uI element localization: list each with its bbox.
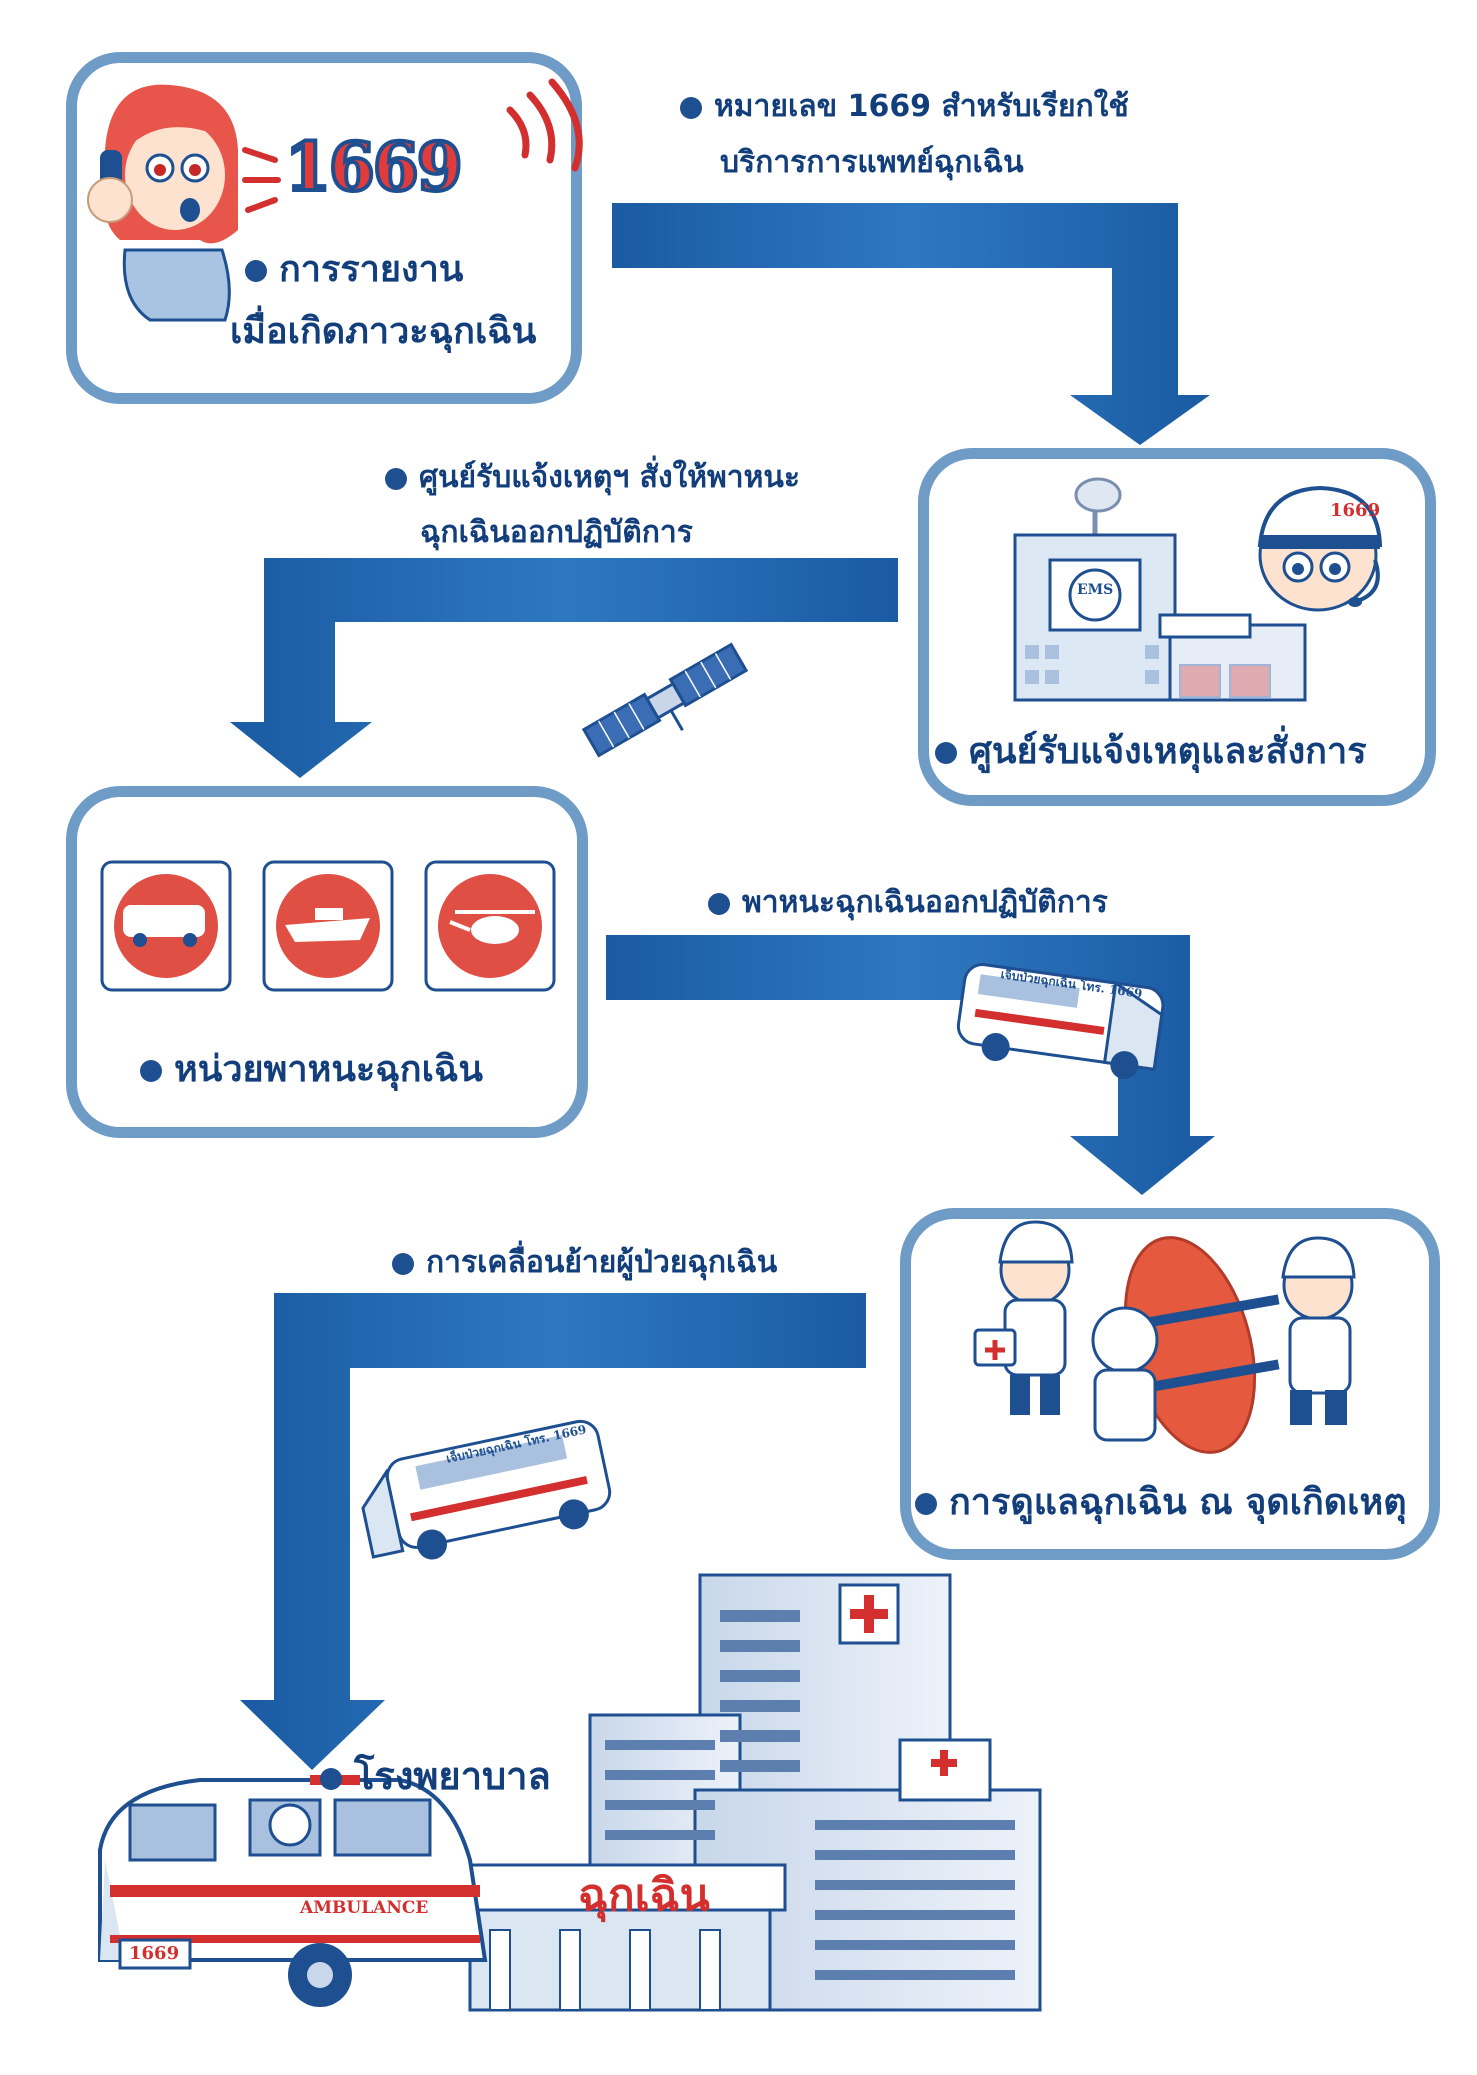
bullet-icon: [680, 96, 702, 119]
bullet-icon: [140, 1060, 162, 1082]
bullet-icon: [935, 742, 957, 764]
card-2-label: ศูนย์รับแจ้งเหตุและสั่งการ: [935, 722, 1367, 779]
bullet-icon: [245, 260, 267, 282]
bullet-icon: [392, 1252, 414, 1275]
bullet-icon: [320, 1767, 342, 1790]
arrow-2-text: ศูนย์รับแจ้งเหตุฯ สั่งให้พาหนะ: [385, 455, 800, 501]
bullet-icon: [915, 1493, 937, 1515]
arrow-2: [230, 558, 898, 778]
arrow-1-text-line-2: บริการการแพทย์ฉุกเฉิน: [720, 145, 1024, 180]
arrow-2-text-line-2: ฉุกเฉินออกปฏิบัติการ: [420, 515, 693, 550]
arrow-4-text: การเคลื่อนย้ายผู้ป่วยฉุกเฉิน: [392, 1240, 777, 1286]
card-1-label-line-2: เมื่อเกิดภาวะฉุกเฉิน: [230, 311, 537, 352]
arrow-3-text: พาหนะฉุกเฉินออกปฏิบัติการ: [708, 880, 1108, 926]
bullet-icon: [708, 892, 730, 915]
bullet-icon: [385, 467, 407, 490]
arrow-1: [612, 203, 1210, 445]
er-sign: ฉุกเฉิน: [578, 1870, 710, 1921]
hotline-number: 1669: [283, 126, 465, 208]
card-3-label: หน่วยพาหนะฉุกเฉิน: [140, 1040, 483, 1097]
card-4-label: การดูแลฉุกเฉิน ณ จุดเกิดเหตุ: [915, 1473, 1407, 1530]
center-sign: EMS: [1077, 582, 1114, 598]
ambulance-label: AMBULANCE: [300, 1898, 429, 1918]
helmet-number: 1669: [1330, 500, 1381, 521]
card-1-label-line-1: การรายงาน: [245, 240, 463, 297]
arrow-1-text: หมายเลข 1669 สำหรับเรียกใช้: [680, 84, 1129, 130]
card-5-label: โรงพยาบาล: [320, 1745, 551, 1806]
arrow-4: [240, 1293, 866, 1770]
arrow-3: [606, 935, 1215, 1195]
ambulance-plate: 1669: [129, 1943, 180, 1964]
